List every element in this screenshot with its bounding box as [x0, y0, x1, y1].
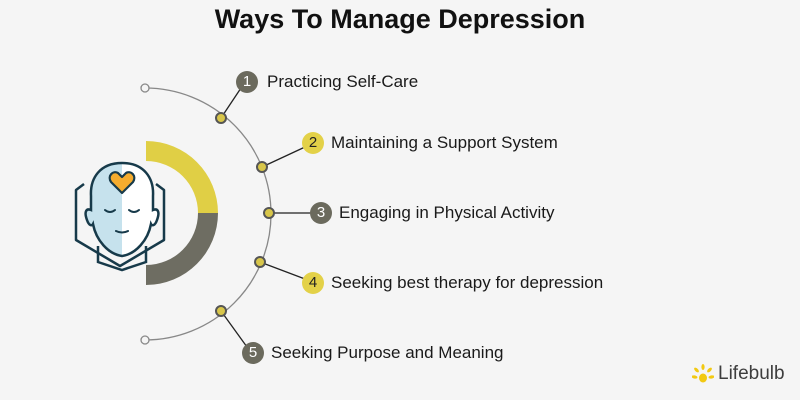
step-4-badge: 4 — [302, 272, 324, 294]
brand-logo: Lifebulb — [692, 363, 785, 385]
step-1-badge: 1 — [236, 71, 258, 93]
arc-end-top — [140, 83, 150, 93]
sun-bulb-icon — [692, 364, 714, 383]
arc-dots — [215, 112, 275, 317]
head-heart-icon — [74, 161, 166, 272]
brand-name: Lifebulb — [718, 363, 785, 384]
step-2-badge: 2 — [302, 132, 324, 154]
step-5-label: Seeking Purpose and Meaning — [271, 343, 504, 362]
step-4-label: Seeking best therapy for depression — [331, 273, 604, 292]
ring-dark-segment — [146, 213, 218, 285]
ring-yellow-segment — [146, 141, 218, 213]
step-2-label: Maintaining a Support System — [331, 133, 558, 152]
arc-end-bottom — [140, 335, 150, 345]
page-title: Ways To Manage Depression — [214, 4, 586, 34]
step-5-badge: 5 — [242, 342, 264, 364]
step-3-label: Engaging in Physical Activity — [339, 203, 555, 222]
step-3-badge: 3 — [310, 202, 332, 224]
step-1-label: Practicing Self-Care — [267, 72, 419, 91]
